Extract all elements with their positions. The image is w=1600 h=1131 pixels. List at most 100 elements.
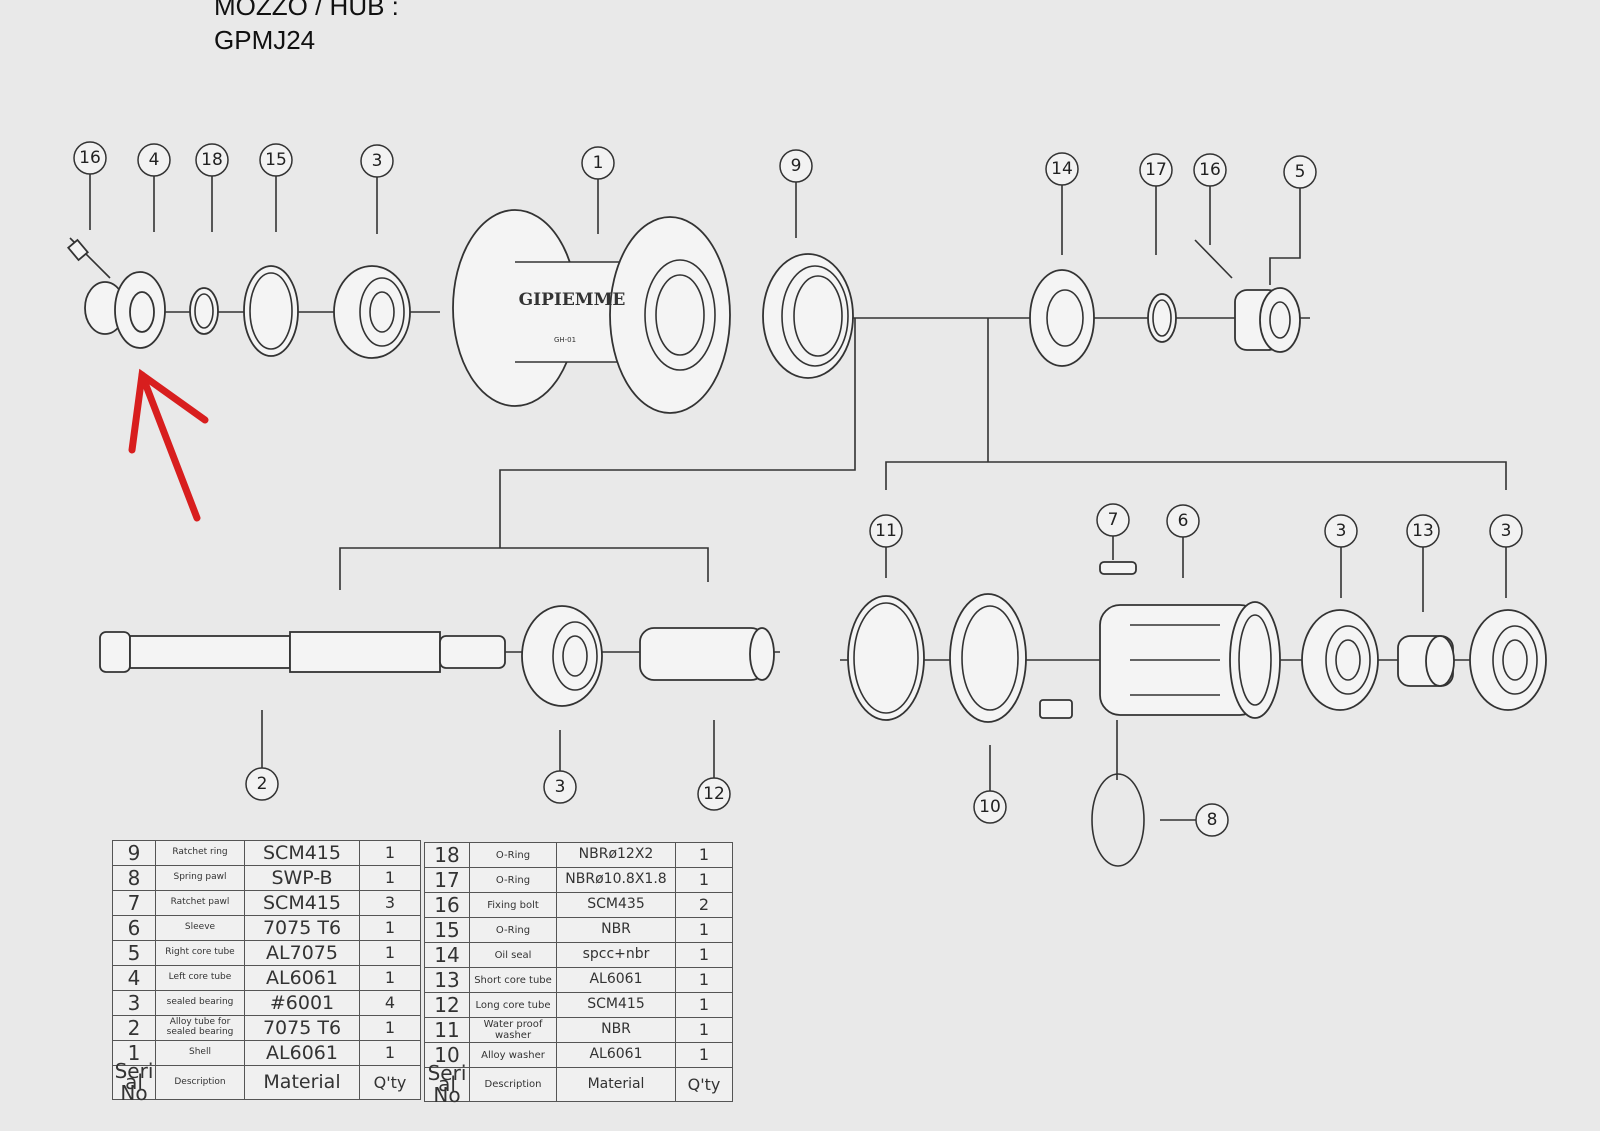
material-cell: SCM415 <box>244 890 360 916</box>
description-cell: Spring pawl <box>155 865 245 891</box>
callout-5: 5 <box>1283 155 1317 189</box>
water-proof-washer-part <box>847 595 925 721</box>
serial-cell: 15 <box>424 917 470 943</box>
svg-text:10: 10 <box>979 797 1001 817</box>
description-cell: O-Ring <box>469 842 557 868</box>
qty-cell: 3 <box>359 890 421 916</box>
serial-cell: 2 <box>112 1015 156 1041</box>
material-cell: NBR <box>556 917 676 943</box>
serial-cell: 13 <box>424 967 470 993</box>
svg-text:3: 3 <box>555 777 566 797</box>
material-cell: NBRø10.8X1.8 <box>556 867 676 893</box>
svg-text:11: 11 <box>875 521 897 541</box>
callout-18: 18 <box>195 143 229 177</box>
material-cell: NBRø12X2 <box>556 842 676 868</box>
svg-text:14: 14 <box>1051 159 1073 179</box>
description-cell: Ratchet ring <box>155 840 245 866</box>
callout-16: 16 <box>73 141 107 175</box>
material-cell: AL6061 <box>244 965 360 991</box>
serial-cell: 7 <box>112 890 156 916</box>
serial-cell: 18 <box>424 842 470 868</box>
freehub-sleeve-part <box>1039 561 1281 780</box>
svg-text:9: 9 <box>791 156 802 176</box>
callout-16b: 16 <box>1193 153 1227 187</box>
svg-text:3: 3 <box>1501 521 1512 541</box>
qty-cell: 1 <box>359 940 421 966</box>
axle-part <box>99 631 506 673</box>
serial-cell: 16 <box>424 892 470 918</box>
qty-cell: 1 <box>675 1017 733 1043</box>
svg-text:15: 15 <box>265 150 287 170</box>
svg-text:17: 17 <box>1145 160 1167 180</box>
header-description: Description <box>155 1065 245 1100</box>
material-cell: 7075 T6 <box>244 915 360 941</box>
hub-brand-logo: GIPIEMME <box>519 290 626 310</box>
red-arrow-annotation <box>128 368 209 522</box>
material-cell: AL6061 <box>556 1042 676 1068</box>
qty-cell: 1 <box>675 867 733 893</box>
serial-cell: 6 <box>112 915 156 941</box>
qty-cell: 1 <box>675 942 733 968</box>
serial-cell: 3 <box>112 990 156 1016</box>
callout-17: 17 <box>1139 153 1173 187</box>
material-cell: 7075 T6 <box>244 1015 360 1041</box>
title-model: GPMJ24 <box>214 25 316 55</box>
header-material: Material <box>244 1065 360 1100</box>
o-ring-15-part <box>243 265 299 357</box>
svg-text:4: 4 <box>149 150 160 170</box>
serial-cell: 14 <box>424 942 470 968</box>
material-cell: NBR <box>556 1017 676 1043</box>
left-core-tube-part <box>66 237 166 349</box>
short-core-tube-part <box>1397 635 1455 687</box>
description-cell: Fixing bolt <box>469 892 557 918</box>
qty-cell: 1 <box>359 840 421 866</box>
description-cell: Alloy washer <box>469 1042 557 1068</box>
svg-text:7: 7 <box>1108 510 1119 530</box>
svg-text:6: 6 <box>1178 511 1189 531</box>
header-qty: Q'ty <box>675 1067 733 1102</box>
bearing-left-part <box>333 265 411 359</box>
material-cell: SCM415 <box>244 840 360 866</box>
description-cell: O-Ring <box>469 867 557 893</box>
qty-cell: 1 <box>359 1015 421 1041</box>
description-cell: Long core tube <box>469 992 557 1018</box>
material-cell: SCM415 <box>556 992 676 1018</box>
material-cell: AL6061 <box>244 1040 360 1066</box>
header-serial: Serial No <box>424 1063 470 1105</box>
callout-1: 1 <box>581 146 615 180</box>
qty-cell: 1 <box>675 842 733 868</box>
hub-model-logo: GH-01 <box>554 336 576 344</box>
serial-cell: 8 <box>112 865 156 891</box>
serial-cell: 10 <box>424 1042 470 1068</box>
qty-cell: 2 <box>675 892 733 918</box>
bearing-right-2-part <box>1469 609 1547 711</box>
header-description: Description <box>469 1067 557 1102</box>
description-cell: Alloy tube for sealed bearing <box>155 1015 245 1041</box>
bearing-right-1-part <box>1301 609 1379 711</box>
material-cell: AL6061 <box>556 967 676 993</box>
long-core-tube-part <box>639 627 775 681</box>
material-cell: AL7075 <box>244 940 360 966</box>
svg-text:8: 8 <box>1207 810 1218 830</box>
description-cell: Water proof washer <box>469 1017 557 1043</box>
callout-13: 13 <box>1406 514 1440 548</box>
qty-cell: 1 <box>359 1040 421 1066</box>
qty-cell: 1 <box>359 915 421 941</box>
qty-cell: 1 <box>675 967 733 993</box>
o-ring-18-part <box>189 287 219 335</box>
o-ring-17-part <box>1147 293 1177 343</box>
description-cell: Oil seal <box>469 942 557 968</box>
